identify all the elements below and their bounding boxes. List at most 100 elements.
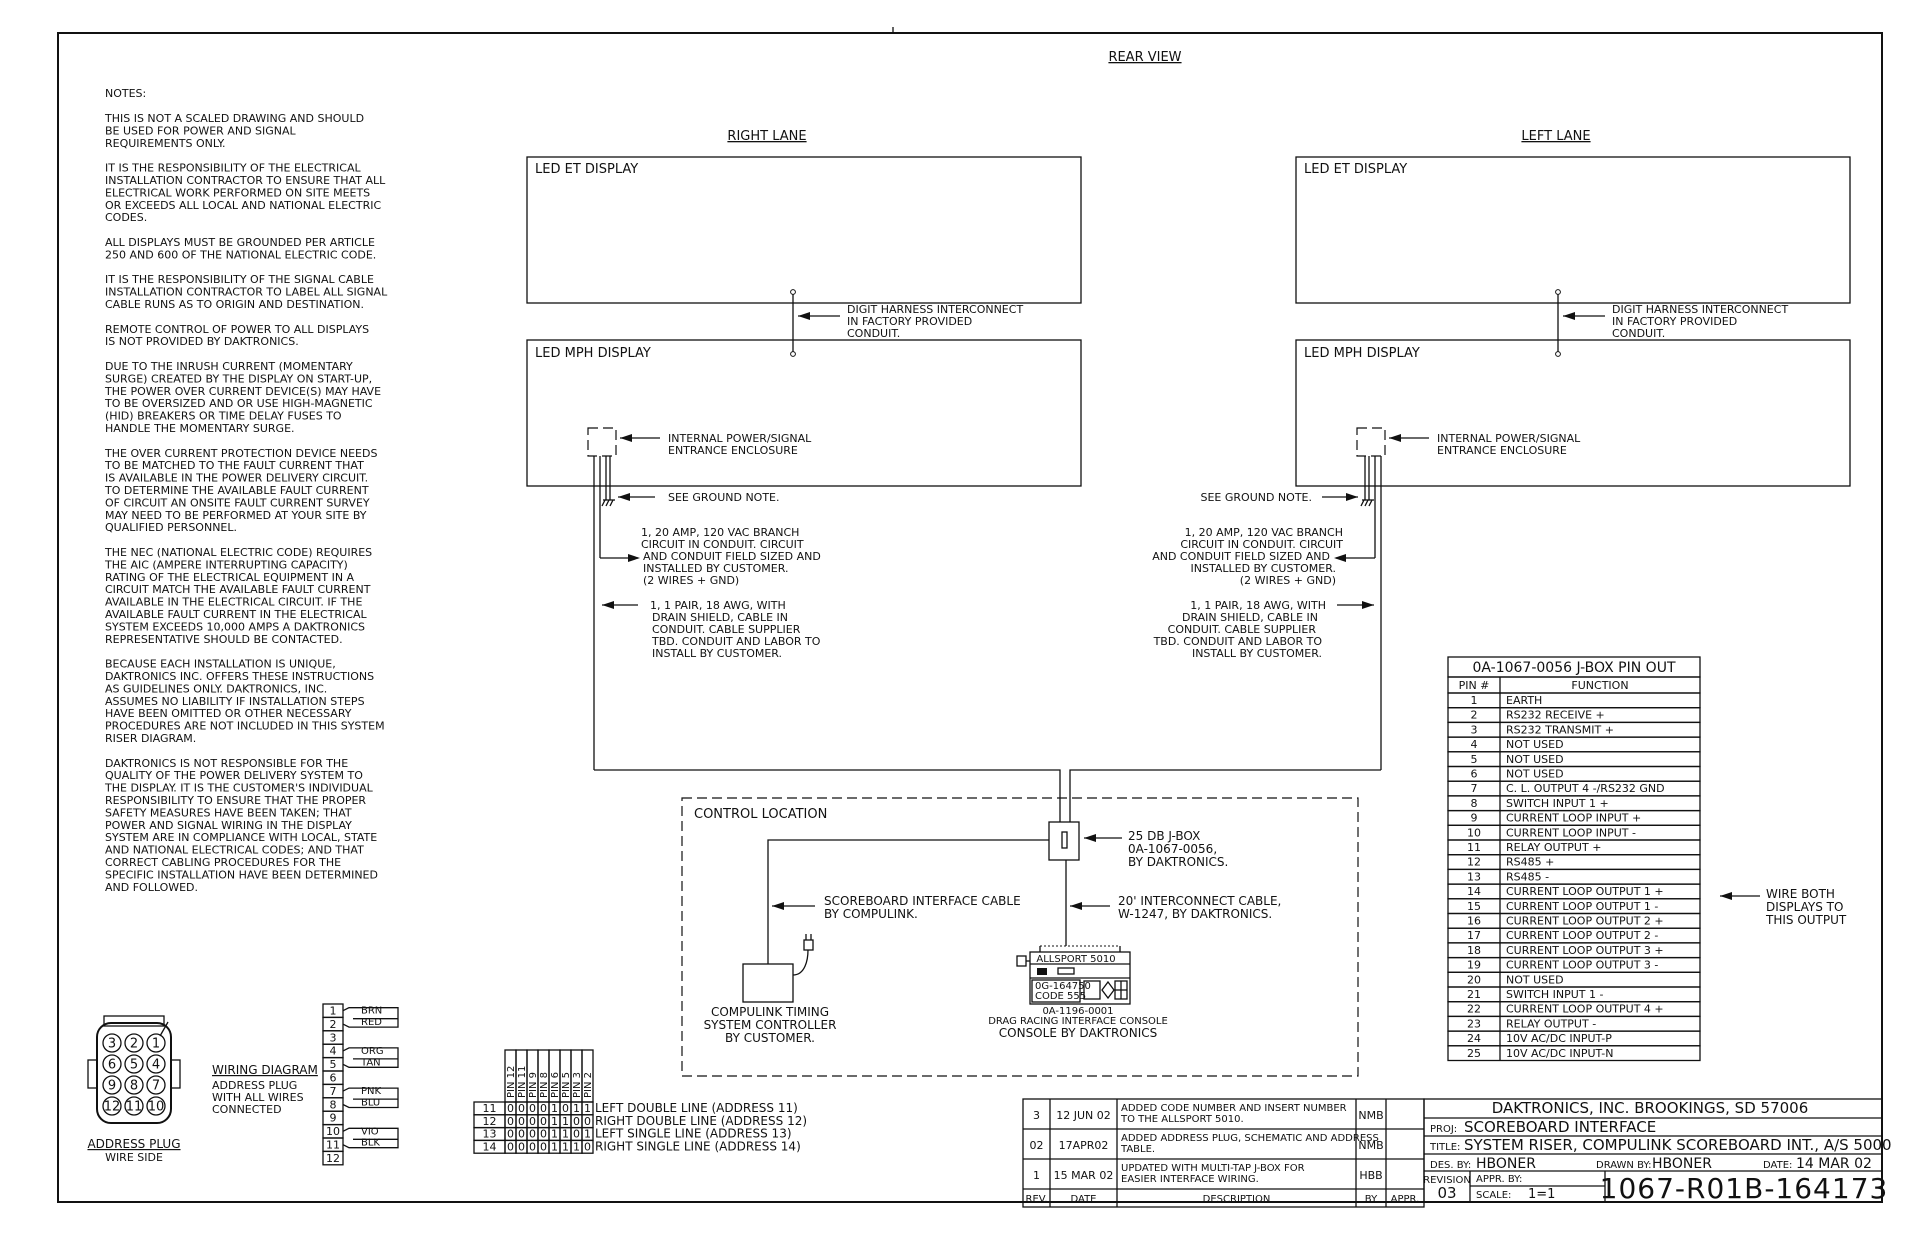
address-row-label: RIGHT DOUBLE LINE (ADDRESS 12) xyxy=(595,1114,807,1128)
pinout-pin: 22 xyxy=(1467,1003,1481,1016)
title-block: DAKTRONICS, INC. BROOKINGS, SD 57006PROJ… xyxy=(1423,1098,1892,1205)
address-bit: 0 xyxy=(507,1102,514,1115)
address-bit: 0 xyxy=(573,1128,580,1141)
right-see-ground: SEE GROUND NOTE. xyxy=(668,491,780,504)
pinout-pin: 6 xyxy=(1471,768,1478,781)
left-mph-display xyxy=(1295,339,1851,487)
rev-date: 12 JUN 02 xyxy=(1056,1109,1111,1122)
address-row-id: 11 xyxy=(483,1102,497,1115)
pinout-function: RELAY OUTPUT + xyxy=(1506,841,1601,854)
address-bit: 1 xyxy=(551,1128,558,1141)
note-line: SPECIFIC INSTALLATION HAVE BEEN DETERMIN… xyxy=(105,868,378,881)
note-line: AND NATIONAL ELECTRICAL CODES; AND THAT xyxy=(105,844,364,857)
note-line: IT IS THE RESPONSIBILITY OF THE SIGNAL C… xyxy=(105,273,374,286)
pinout-pin: 4 xyxy=(1471,738,1478,751)
left-lane-label: LEFT LANE xyxy=(1521,129,1590,144)
right-et-display-label: LED ET DISPLAY xyxy=(535,162,638,177)
left-lane-group: LED ET DISPLAY LED MPH DISPLAY DIGIT HAR… xyxy=(1152,156,1851,770)
note-line: THE NEC (NATIONAL ELECTRIC CODE) REQUIRE… xyxy=(104,546,372,559)
note-line: AVAILABLE IN THE ELECTRICAL CIRCUIT. IF … xyxy=(105,596,362,609)
address-bit: 1 xyxy=(551,1115,558,1128)
pinout-function: CURRENT LOOP OUTPUT 1 - xyxy=(1506,900,1658,913)
company-name: DAKTRONICS, INC. BROOKINGS, SD 57006 xyxy=(1492,1099,1809,1117)
pinout-function: NOT USED xyxy=(1506,768,1564,781)
left-mph-display-label: LED MPH DISPLAY xyxy=(1304,346,1420,361)
right-pair-5: INSTALL BY CUSTOMER. xyxy=(652,647,782,660)
console-caption-1: DRAG RACING INTERFACE CONSOLE xyxy=(988,1016,1168,1027)
wire-color: BRN xyxy=(361,1006,382,1017)
wiring-pin: 3 xyxy=(330,1031,337,1044)
wiring-pin: 11 xyxy=(326,1139,340,1152)
address-header: PIN 6 xyxy=(550,1072,561,1098)
address-bit: 0 xyxy=(562,1102,569,1115)
pinout-function: RS485 - xyxy=(1506,870,1549,883)
right-mph-display xyxy=(526,339,1082,487)
jbox-label-1: 25 DB J-BOX xyxy=(1128,829,1200,843)
wiring-line-2: WITH ALL WIRES xyxy=(212,1091,304,1104)
pinout-col-pin: PIN # xyxy=(1459,679,1490,692)
wiring-pin: 7 xyxy=(330,1085,337,1098)
address-bit: 1 xyxy=(562,1140,569,1153)
note-line: CORRECT CABLING PROCEDURES FOR THE xyxy=(105,856,341,869)
wiring-line-1: ADDRESS PLUG xyxy=(212,1079,297,1092)
wire-both-3: THIS OUTPUT xyxy=(1765,913,1847,927)
address-header: PIN 9 xyxy=(528,1072,539,1098)
note-line: TO BE OVERSIZED AND OR USE HIGH-MAGNETIC xyxy=(104,397,373,410)
rev-header: REV. xyxy=(1026,1194,1048,1205)
pinout-pin: 10 xyxy=(1467,826,1481,839)
address-bit: 0 xyxy=(529,1140,536,1153)
pinout-function: CURRENT LOOP OUTPUT 1 + xyxy=(1506,885,1664,898)
compulink-controller xyxy=(742,963,794,1003)
note-line: POWER AND SIGNAL WIRING IN THE DISPLAY xyxy=(105,819,352,832)
wire-both-2: DISPLAYS TO xyxy=(1766,900,1843,914)
revision-number: 03 xyxy=(1437,1184,1456,1202)
right-branch-4: INSTALLED BY CUSTOMER. xyxy=(643,562,788,575)
right-pair-3: CONDUIT. CABLE SUPPLIER xyxy=(652,623,801,636)
note-line: RATING OF THE ELECTRICAL EQUIPMENT IN A xyxy=(105,571,355,584)
address-header: PIN 5 xyxy=(561,1072,572,1098)
note-line: CABLE RUNS AS TO ORIGIN AND DESTINATION. xyxy=(105,298,364,311)
wiring-line-3: CONNECTED xyxy=(212,1103,282,1116)
drawing-title: SYSTEM RISER, COMPULINK SCOREBOARD INT.,… xyxy=(1464,1136,1892,1154)
address-bit: 0 xyxy=(540,1128,547,1141)
wiring-pin: 6 xyxy=(330,1072,337,1085)
address-row-id: 12 xyxy=(483,1115,497,1128)
note-line: IS AVAILABLE IN THE POWER DELIVERY CIRCU… xyxy=(105,472,368,485)
address-bit: 0 xyxy=(573,1115,580,1128)
note-line: MAY NEED TO BE PERFORMED AT YOUR SITE BY xyxy=(105,509,367,522)
wiring-pin: 1 xyxy=(330,1005,337,1018)
note-line: THIS IS NOT A SCALED DRAWING AND SHOULD xyxy=(104,112,364,125)
rev-desc: ADDED ADDRESS PLUG, SCHEMATIC AND ADDRES… xyxy=(1121,1133,1379,1144)
pinout-pin: 9 xyxy=(1471,812,1478,825)
left-entrance-enclosure xyxy=(1356,427,1386,457)
note-line: BE USED FOR POWER AND SIGNAL xyxy=(105,124,297,137)
note-line: REPRESENTATIVE SHOULD BE CONTACTED. xyxy=(105,633,343,646)
left-et-display-label: LED ET DISPLAY xyxy=(1304,162,1407,177)
address-plug-pin: 2 xyxy=(130,1037,138,1052)
address-bit: 1 xyxy=(562,1115,569,1128)
note-line: THE OVER CURRENT PROTECTION DEVICE NEEDS xyxy=(104,447,377,460)
address-bit: 0 xyxy=(518,1102,525,1115)
pinout-pin: 15 xyxy=(1467,900,1481,913)
pinout-function: RS232 RECEIVE + xyxy=(1506,709,1605,722)
pinout-pin: 17 xyxy=(1467,929,1481,942)
pinout-title: 0A-1067-0056 J-BOX PIN OUT xyxy=(1472,660,1675,676)
wire-color: PNK xyxy=(361,1086,382,1097)
pinout-pin: 11 xyxy=(1467,841,1481,854)
address-plug-pin: 10 xyxy=(148,1100,165,1115)
left-pair-1: 1, 1 PAIR, 18 AWG, WITH xyxy=(1190,599,1326,612)
note-line: CIRCUIT MATCH THE AVAILABLE FAULT CURREN… xyxy=(105,583,371,596)
rev-desc: ADDED CODE NUMBER AND INSERT NUMBER xyxy=(1121,1103,1347,1114)
left-branch-1: 1, 20 AMP, 120 VAC BRANCH xyxy=(1185,526,1343,539)
pinout-function: 10V AC/DC INPUT-N xyxy=(1506,1047,1613,1060)
pinout-pin: 18 xyxy=(1467,944,1481,957)
console-sub: 0A-1196-0001 xyxy=(1042,1006,1113,1017)
address-header: PIN 3 xyxy=(572,1072,583,1098)
signal-cable-left xyxy=(1069,769,1381,822)
rev-number: 02 xyxy=(1030,1139,1044,1152)
address-header: PIN 12 xyxy=(506,1066,517,1098)
pinout-function: SWITCH INPUT 1 - xyxy=(1506,988,1603,1001)
